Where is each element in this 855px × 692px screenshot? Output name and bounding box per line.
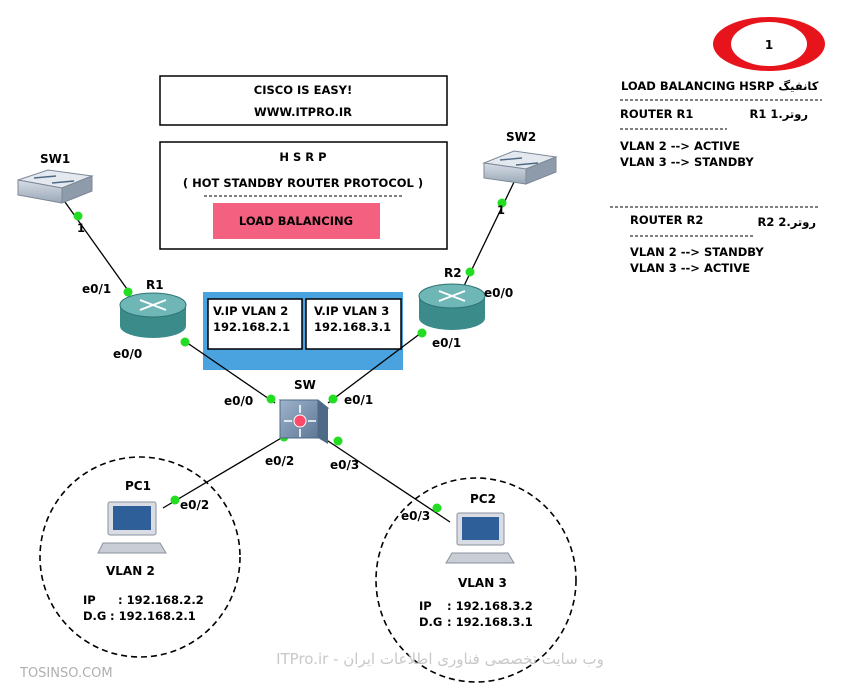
badge-number: 1 — [765, 38, 773, 52]
sw1-label: SW1 — [40, 152, 70, 166]
r2-e01-label: e0/1 — [432, 336, 461, 350]
pc1-computer-icon[interactable] — [97, 501, 167, 554]
vip-vlan2-title: V.IP VLAN 2 — [213, 304, 288, 318]
config-r1-header-left: ROUTER R1 — [620, 107, 693, 121]
r1-label: R1 — [146, 278, 164, 292]
config-r2-header-right: R2 روتر.2 — [758, 215, 817, 230]
config-r1-line1: VLAN 2 --> ACTIVE — [620, 139, 740, 153]
hsrp-subheading: ( HOT STANDBY ROUTER PROTOCOL ) — [183, 176, 423, 190]
title-line2: WWW.ITPRO.IR — [254, 105, 352, 119]
r1-router-icon[interactable] — [119, 292, 187, 338]
r2-label: R2 — [444, 266, 462, 280]
r1-e00-label: e0/0 — [113, 347, 142, 361]
sw1-port-label: 1 — [77, 221, 85, 235]
sw-e02-label: e0/2 — [265, 454, 294, 468]
pc2-ip-value: : 192.168.3.2 — [447, 599, 533, 613]
pc2-ip-label: IP — [419, 599, 432, 613]
link-sw-pc1 — [162, 436, 284, 509]
load-balancing-button[interactable] — [213, 203, 380, 239]
load-balancing-label: LOAD BALANCING — [239, 214, 353, 228]
pc1-vlan-label: VLAN 2 — [106, 564, 155, 578]
link-r1-sw — [182, 339, 276, 404]
link-sw1-r1 — [59, 194, 128, 290]
links — [59, 179, 516, 523]
sw2-port-label: 1 — [497, 203, 505, 217]
pc1-label: PC1 — [125, 479, 151, 493]
link-sw-pc2 — [321, 436, 451, 523]
vip-vlan3-ip: 192.168.3.1 — [314, 320, 391, 334]
link-r2-sw — [327, 329, 426, 404]
sw-e00-label: e0/0 — [224, 394, 253, 408]
pc1-vlan-circle — [39, 456, 241, 658]
r2-router-icon[interactable] — [418, 283, 486, 330]
config-r2-header-left: ROUTER R2 — [630, 213, 703, 227]
sw-e01-label: e0/1 — [344, 393, 373, 407]
pc2-computer-icon[interactable] — [445, 512, 515, 564]
pc2-dg-value: : 192.168.3.1 — [447, 615, 533, 629]
vip-vlan2-ip: 192.168.2.1 — [213, 320, 290, 334]
title-line1: CISCO IS EASY! — [254, 83, 352, 97]
r2-e00-label: e0/0 — [484, 286, 513, 300]
pc2-vlan-circle — [375, 477, 577, 683]
core-switch-icon[interactable] — [278, 399, 330, 444]
pc1-ip-label: IP — [83, 593, 96, 607]
pc1-dg-value: : 192.168.2.1 — [110, 609, 196, 623]
pc2-label: PC2 — [470, 492, 496, 506]
sw-label: SW — [294, 378, 316, 392]
watermark-center: ITPro.ir - وب سایت تخصصی فناوری اطلاعات … — [276, 650, 604, 668]
pc2-vlan-label: VLAN 3 — [458, 576, 507, 590]
r1-e01-label: e0/1 — [82, 282, 111, 296]
pc2-dg-label: D.G — [419, 615, 442, 629]
config-r1-line2: VLAN 3 --> STANDBY — [620, 155, 754, 169]
config-r1-header-right: R1 روتر.1 — [750, 107, 809, 122]
hsrp-heading: H S R P — [279, 150, 326, 164]
config-panel: LOAD BALANCING HSRP کانفیگ ROUTER R1 R1 … — [610, 79, 822, 275]
sw2-switch-icon[interactable] — [482, 150, 558, 185]
sw2-label: SW2 — [506, 130, 536, 144]
config-r2-line1: VLAN 2 --> STANDBY — [630, 245, 764, 259]
config-r2-line2: VLAN 3 --> ACTIVE — [630, 261, 750, 275]
badge: 1 — [713, 17, 825, 71]
pc2-port-label: e0/3 — [401, 509, 430, 523]
config-title: LOAD BALANCING HSRP کانفیگ — [621, 79, 819, 93]
pc1-dg-label: D.G — [83, 609, 106, 623]
sw1-switch-icon[interactable] — [17, 169, 94, 204]
watermark-left: TOSINSO.COM — [19, 666, 113, 681]
pc1-port-label: e0/2 — [180, 498, 209, 512]
title-box: CISCO IS EASY! WWW.ITPRO.IR — [159, 75, 448, 126]
vip-vlan3-title: V.IP VLAN 3 — [314, 304, 389, 318]
pc1-ip-value: : 192.168.2.2 — [118, 593, 204, 607]
vip-box: V.IP VLAN 2 192.168.2.1 V.IP VLAN 3 192.… — [203, 292, 403, 370]
sw-e03-label: e0/3 — [330, 458, 359, 472]
hsrp-box: H S R P ( HOT STANDBY ROUTER PROTOCOL ) … — [159, 141, 448, 250]
